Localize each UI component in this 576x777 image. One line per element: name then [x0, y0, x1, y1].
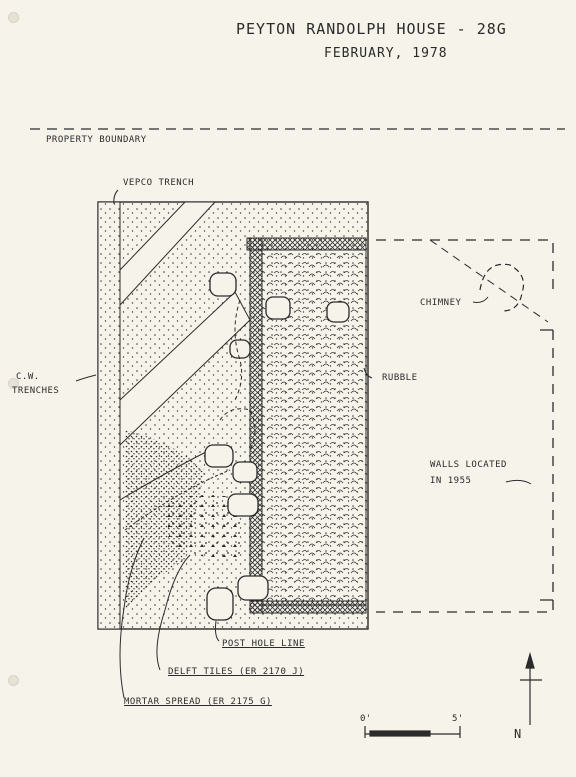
binder-hole-top — [8, 12, 19, 23]
page-date: FEBRUARY, 1978 — [324, 46, 448, 61]
scale-end-label: 5' — [452, 714, 464, 724]
mortar-spread-label: MORTAR SPREAD (ER 2175 G) — [124, 697, 272, 707]
walls-1955 — [376, 239, 554, 613]
cw-trenches-label-1: C.W. — [16, 372, 40, 382]
north-label: N — [514, 727, 522, 741]
north-arrow — [520, 651, 542, 725]
post-holes — [204, 272, 350, 621]
scale-bar — [364, 726, 461, 738]
page-title: PEYTON RANDOLPH HOUSE - 28G — [236, 20, 507, 38]
binder-hole-middle — [8, 378, 19, 389]
delft-tiles-label: DELFT TILES (ER 2170 J) — [168, 667, 305, 677]
rubble-label: RUBBLE — [382, 373, 418, 383]
brick-wall-west — [249, 237, 263, 614]
mortar-spread — [125, 430, 205, 610]
brick-wall-south — [249, 600, 367, 614]
binder-hole-bottom — [8, 675, 19, 686]
property-boundary-label: PROPERTY BOUNDARY — [46, 135, 147, 145]
chimney-label: CHIMNEY — [420, 298, 462, 308]
brick-wall-north — [246, 237, 367, 251]
scale-start-label: 0' — [360, 714, 372, 724]
leader-lines — [75, 189, 532, 699]
walls-located-label-2: IN 1955 — [430, 476, 472, 486]
chimney-outline — [479, 263, 525, 312]
cw-trenches-label-2: TRENCHES — [12, 386, 60, 396]
walls-located-label-1: WALLS LOCATED — [430, 460, 507, 470]
vepco-trench-label: VEPCO TRENCH — [123, 178, 195, 188]
vepco-trench — [119, 201, 217, 307]
delft-tiles-area — [165, 495, 245, 560]
post-hole-line-label: POST HOLE LINE — [222, 639, 305, 649]
